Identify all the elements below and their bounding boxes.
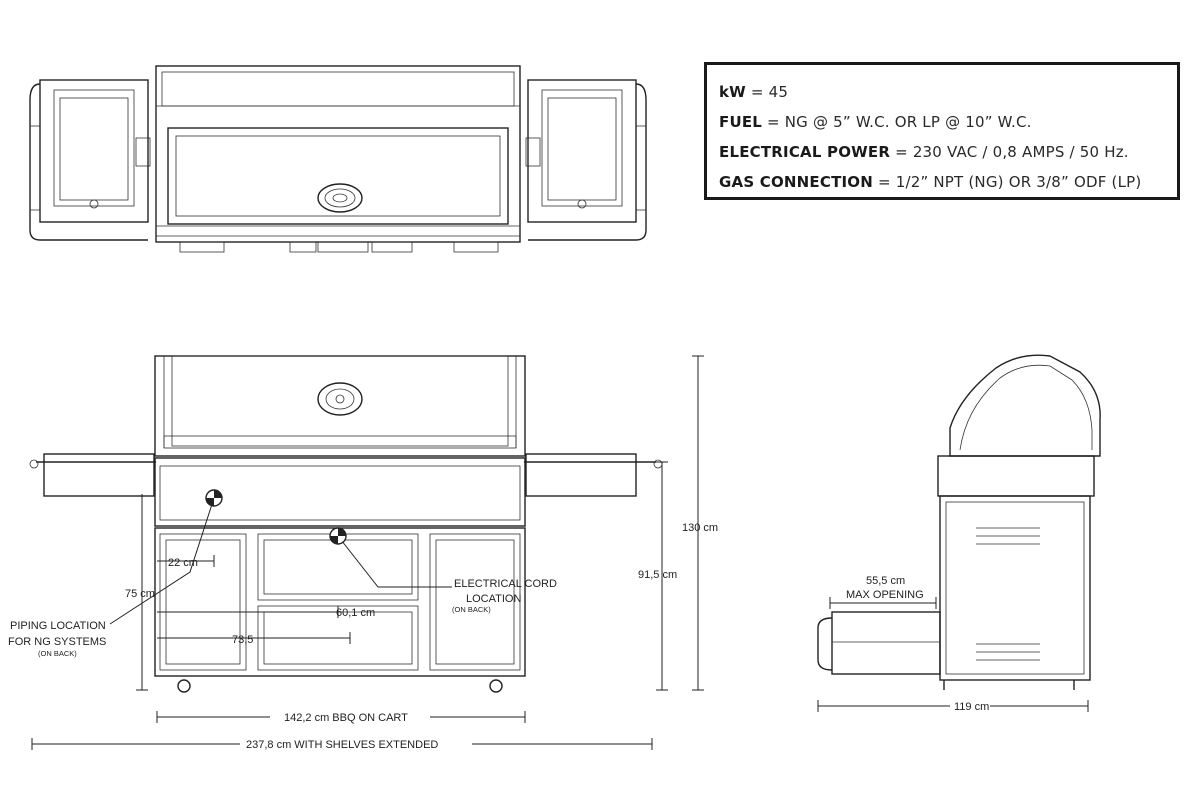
spec-electrical-power: ELECTRICAL POWER = 230 VAC / 0,8 AMPS / … — [719, 143, 1129, 161]
dimension-lines — [31, 355, 1089, 750]
specifications-box: kW = 45 FUEL = NG @ 5” W.C. OR LP @ 10” … — [704, 62, 1180, 200]
piping-height-label: 75 cm — [125, 588, 155, 600]
electrical-offset-label: 60,1 cm — [336, 607, 375, 619]
height-counter-label: 91,5 cm — [638, 569, 677, 581]
piping-location-line2: FOR NG SYSTEMS — [8, 636, 106, 648]
spec-gas-connection: GAS CONNECTION = 1/2” NPT (NG) OR 3/8” O… — [719, 173, 1142, 191]
piping-distance-label: 73,5 — [232, 634, 253, 646]
top-view — [29, 65, 647, 253]
depth-label: 119 cm — [954, 701, 989, 713]
drawer-opening-value: 55,5 cm — [866, 575, 905, 587]
height-total-label: 130 cm — [682, 522, 718, 534]
electrical-location-note: (ON BACK) — [452, 605, 491, 614]
piping-location-line1: PIPING LOCATION — [10, 620, 106, 632]
front-view — [29, 355, 663, 693]
width-cart-label: 142,2 cm BBQ ON CART — [284, 712, 408, 724]
electrical-location-line1: ELECTRICAL CORD — [454, 578, 557, 590]
drawer-opening-label: MAX OPENING — [846, 589, 924, 601]
side-view — [817, 354, 1101, 690]
width-shelves-label: 237,8 cm WITH SHELVES EXTENDED — [246, 739, 438, 751]
spec-fuel: FUEL = NG @ 5” W.C. OR LP @ 10” W.C. — [719, 113, 1032, 131]
piping-location-note: (ON BACK) — [38, 649, 77, 658]
piping-offset-label: 22 cm — [168, 557, 198, 569]
dimension-labels: 130 cm 91,5 cm 75 cm 22 cm 60,1 cm 73,5 … — [8, 522, 989, 751]
spec-kw: kW = 45 — [719, 83, 789, 101]
electrical-location-line2: LOCATION — [466, 593, 521, 605]
